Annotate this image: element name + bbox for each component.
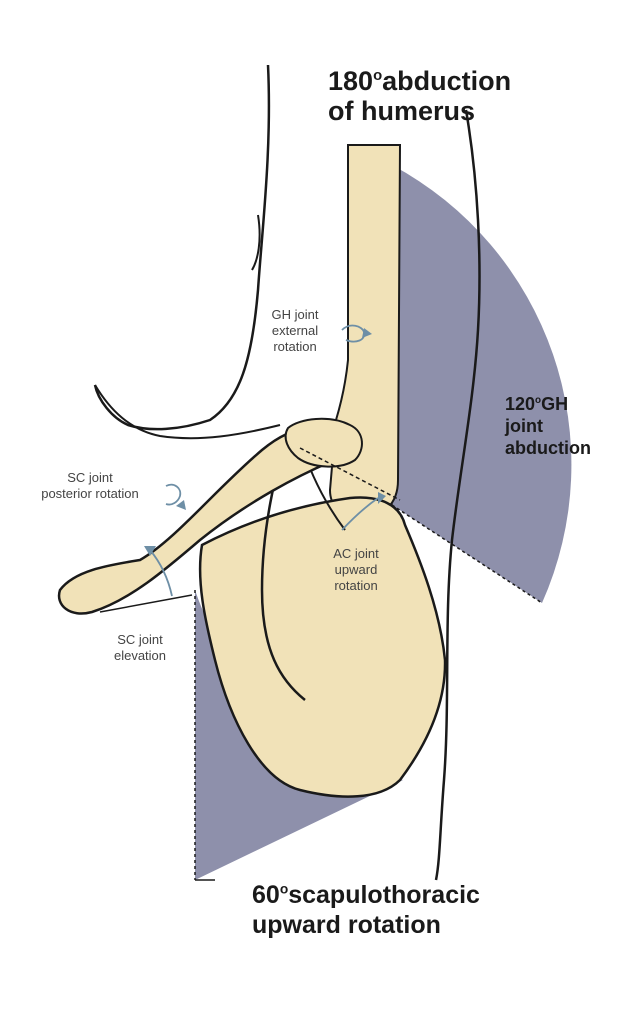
st-degree-mark: o <box>279 881 289 897</box>
gh-ext-line1: GH joint <box>271 307 319 322</box>
neck-inner-line <box>251 214 261 271</box>
humerus-line1: abduction <box>382 66 512 96</box>
ac-rotation-arrowhead <box>378 492 386 504</box>
ac-line3: rotation <box>334 578 378 593</box>
sc-post-line2: posterior rotation <box>41 486 139 501</box>
st-degree: 60 <box>252 881 280 909</box>
gh-degree: 120 <box>505 394 536 414</box>
sc-elevation-arrow <box>149 549 173 597</box>
sc-elevation-label: SC joint elevation <box>100 632 180 664</box>
sc-posterior-rotation-label: SC joint posterior rotation <box>18 470 162 502</box>
st-line2: upward rotation <box>252 911 441 939</box>
sc-posterior-rotation-arrow <box>165 483 182 506</box>
humerus-abduction-label: 180oabduction of humerus <box>328 66 511 126</box>
acromion <box>284 417 363 468</box>
gh-abduction-arc <box>392 165 572 603</box>
torso-outline <box>434 109 481 881</box>
ac-line1: AC joint <box>333 546 379 561</box>
gh-line2: joint <box>505 416 543 436</box>
scapulothoracic-label: 60oscapulothoracic upward rotation <box>252 880 480 940</box>
st-line1: scapulothoracic <box>288 881 480 909</box>
gh-ext-line3: rotation <box>273 339 317 354</box>
gh-rotation-arrowhead <box>362 328 372 338</box>
ac-joint-dashed-line <box>299 447 401 501</box>
sc-elev-line2: elevation <box>113 648 167 663</box>
sc-post-line1: SC joint <box>67 470 113 485</box>
sc-rotation-arrowhead <box>176 500 186 510</box>
gh-line1: GH <box>541 394 569 414</box>
sc-elevation-arrowhead <box>144 546 156 556</box>
gh-ext-line2: external <box>271 323 319 338</box>
humerus-line2: of humerus <box>328 96 476 126</box>
gh-external-rotation-label: GH joint external rotation <box>255 307 335 355</box>
gh-degree-mark: o <box>535 395 542 406</box>
sc-elev-line1: SC joint <box>117 632 163 647</box>
gh-abduction-label: 120oGH joint abduction <box>505 393 591 459</box>
humerus-degree: 180 <box>328 66 374 96</box>
ac-upward-rotation-label: AC joint upward rotation <box>316 546 396 594</box>
humerus-degree-mark: o <box>373 68 383 84</box>
gh-line3: abduction <box>505 438 591 458</box>
ac-line2: upward <box>334 562 378 577</box>
neck-outline <box>93 64 271 431</box>
sc-elevation-baseline <box>99 594 193 613</box>
shoulder-skin-line <box>94 384 281 440</box>
ac-upward-rotation-arrow <box>341 497 379 531</box>
